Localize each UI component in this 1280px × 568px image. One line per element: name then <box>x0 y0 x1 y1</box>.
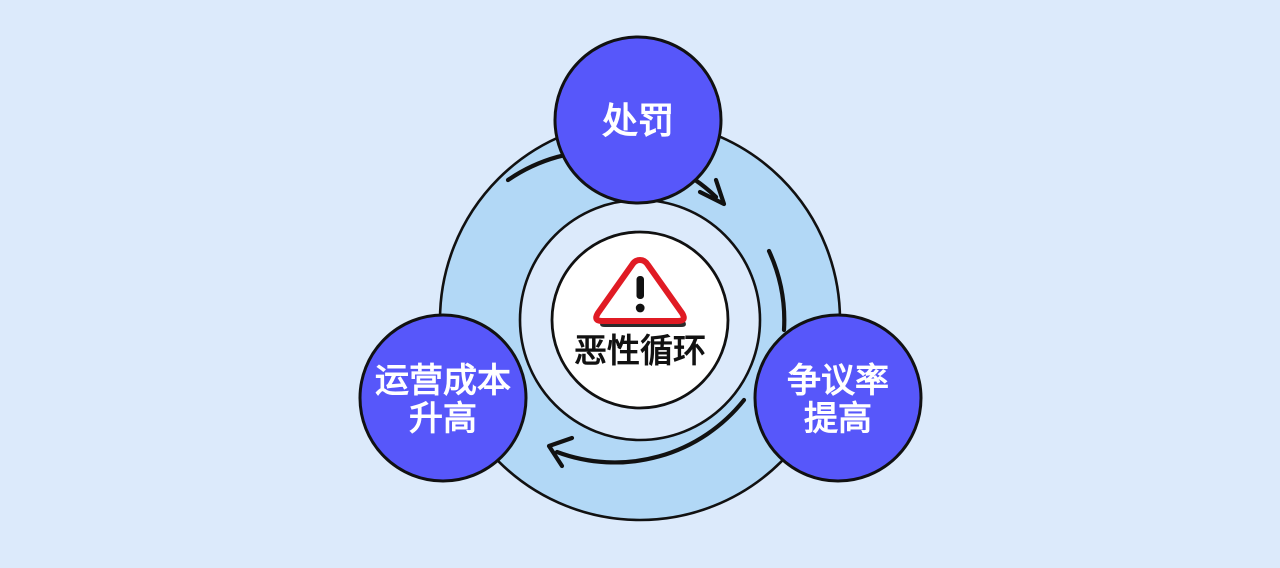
arrow-path <box>554 397 747 465</box>
node-dispute-rate[interactable]: 争议率 提高 <box>753 313 923 483</box>
node-operating-cost-circle[interactable] <box>358 313 528 483</box>
node-penalty[interactable]: 处罚 <box>553 35 723 205</box>
ring-band <box>439 120 840 520</box>
warning-triangle-icon <box>593 257 687 327</box>
arrow-dispute-to-cost <box>546 397 747 469</box>
arrow-cost-to-penalty <box>766 248 787 333</box>
arrow-head <box>697 177 727 207</box>
node-operating-cost[interactable]: 运营成本 升高 <box>358 313 528 483</box>
arrow-path <box>766 248 787 333</box>
node-penalty-circle[interactable] <box>553 35 723 205</box>
center-hub: 恶性循环 <box>550 230 730 410</box>
node-dispute-rate-circle[interactable] <box>753 313 923 483</box>
warning-exclamation-bar <box>636 276 644 299</box>
arrow-head <box>546 435 575 469</box>
warning-exclamation-dot <box>635 303 645 313</box>
